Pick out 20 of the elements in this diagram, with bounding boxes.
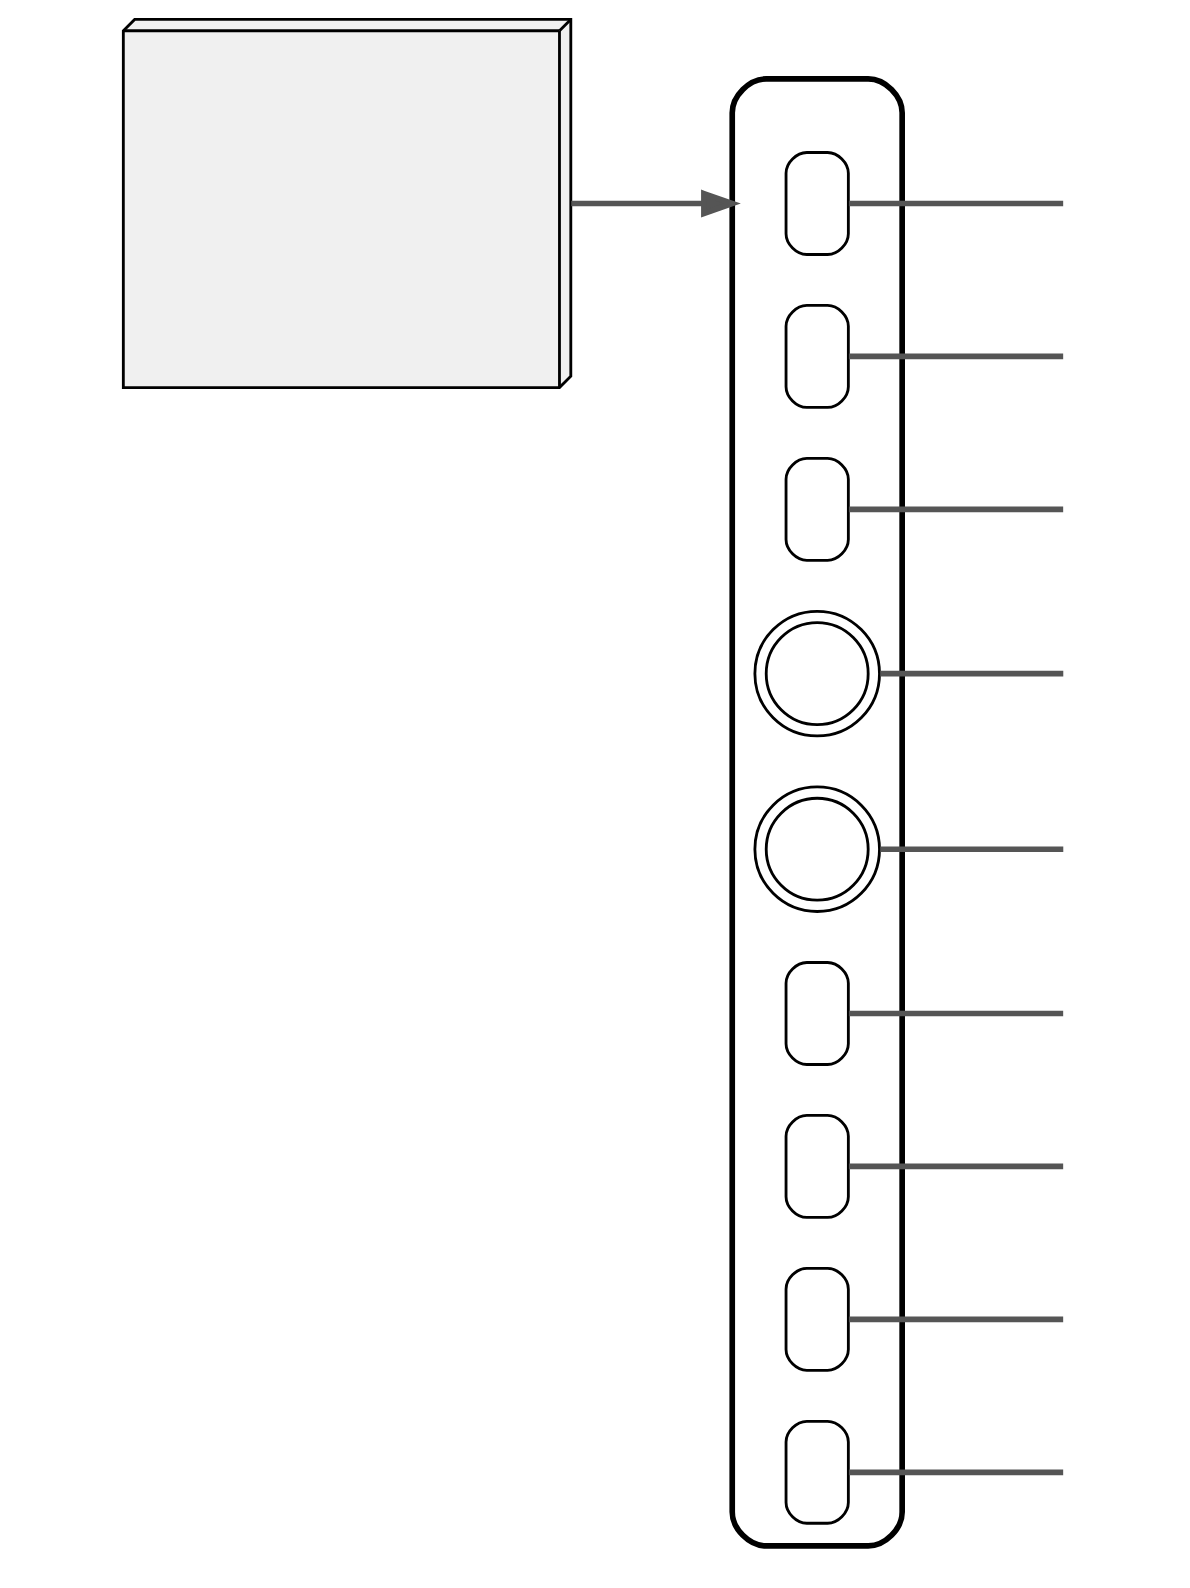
node-switch [784, 456, 850, 562]
node-switch [784, 961, 850, 1066]
connector [848, 506, 1063, 513]
connector [848, 1469, 1063, 1476]
connector [848, 1316, 1063, 1323]
node-switch [784, 304, 850, 409]
node-switch [784, 1114, 850, 1219]
connector [879, 670, 1063, 677]
connector [879, 846, 1063, 853]
connector [848, 353, 1063, 360]
connector [848, 1010, 1063, 1017]
connector [848, 1163, 1063, 1170]
node-circle [752, 785, 881, 913]
node-switch [784, 151, 850, 256]
node-switch [784, 1266, 850, 1372]
node-switch [784, 1419, 850, 1525]
arrow [570, 189, 741, 218]
connector [848, 200, 1063, 207]
node-circle [752, 609, 881, 738]
cluster [728, 76, 905, 1549]
